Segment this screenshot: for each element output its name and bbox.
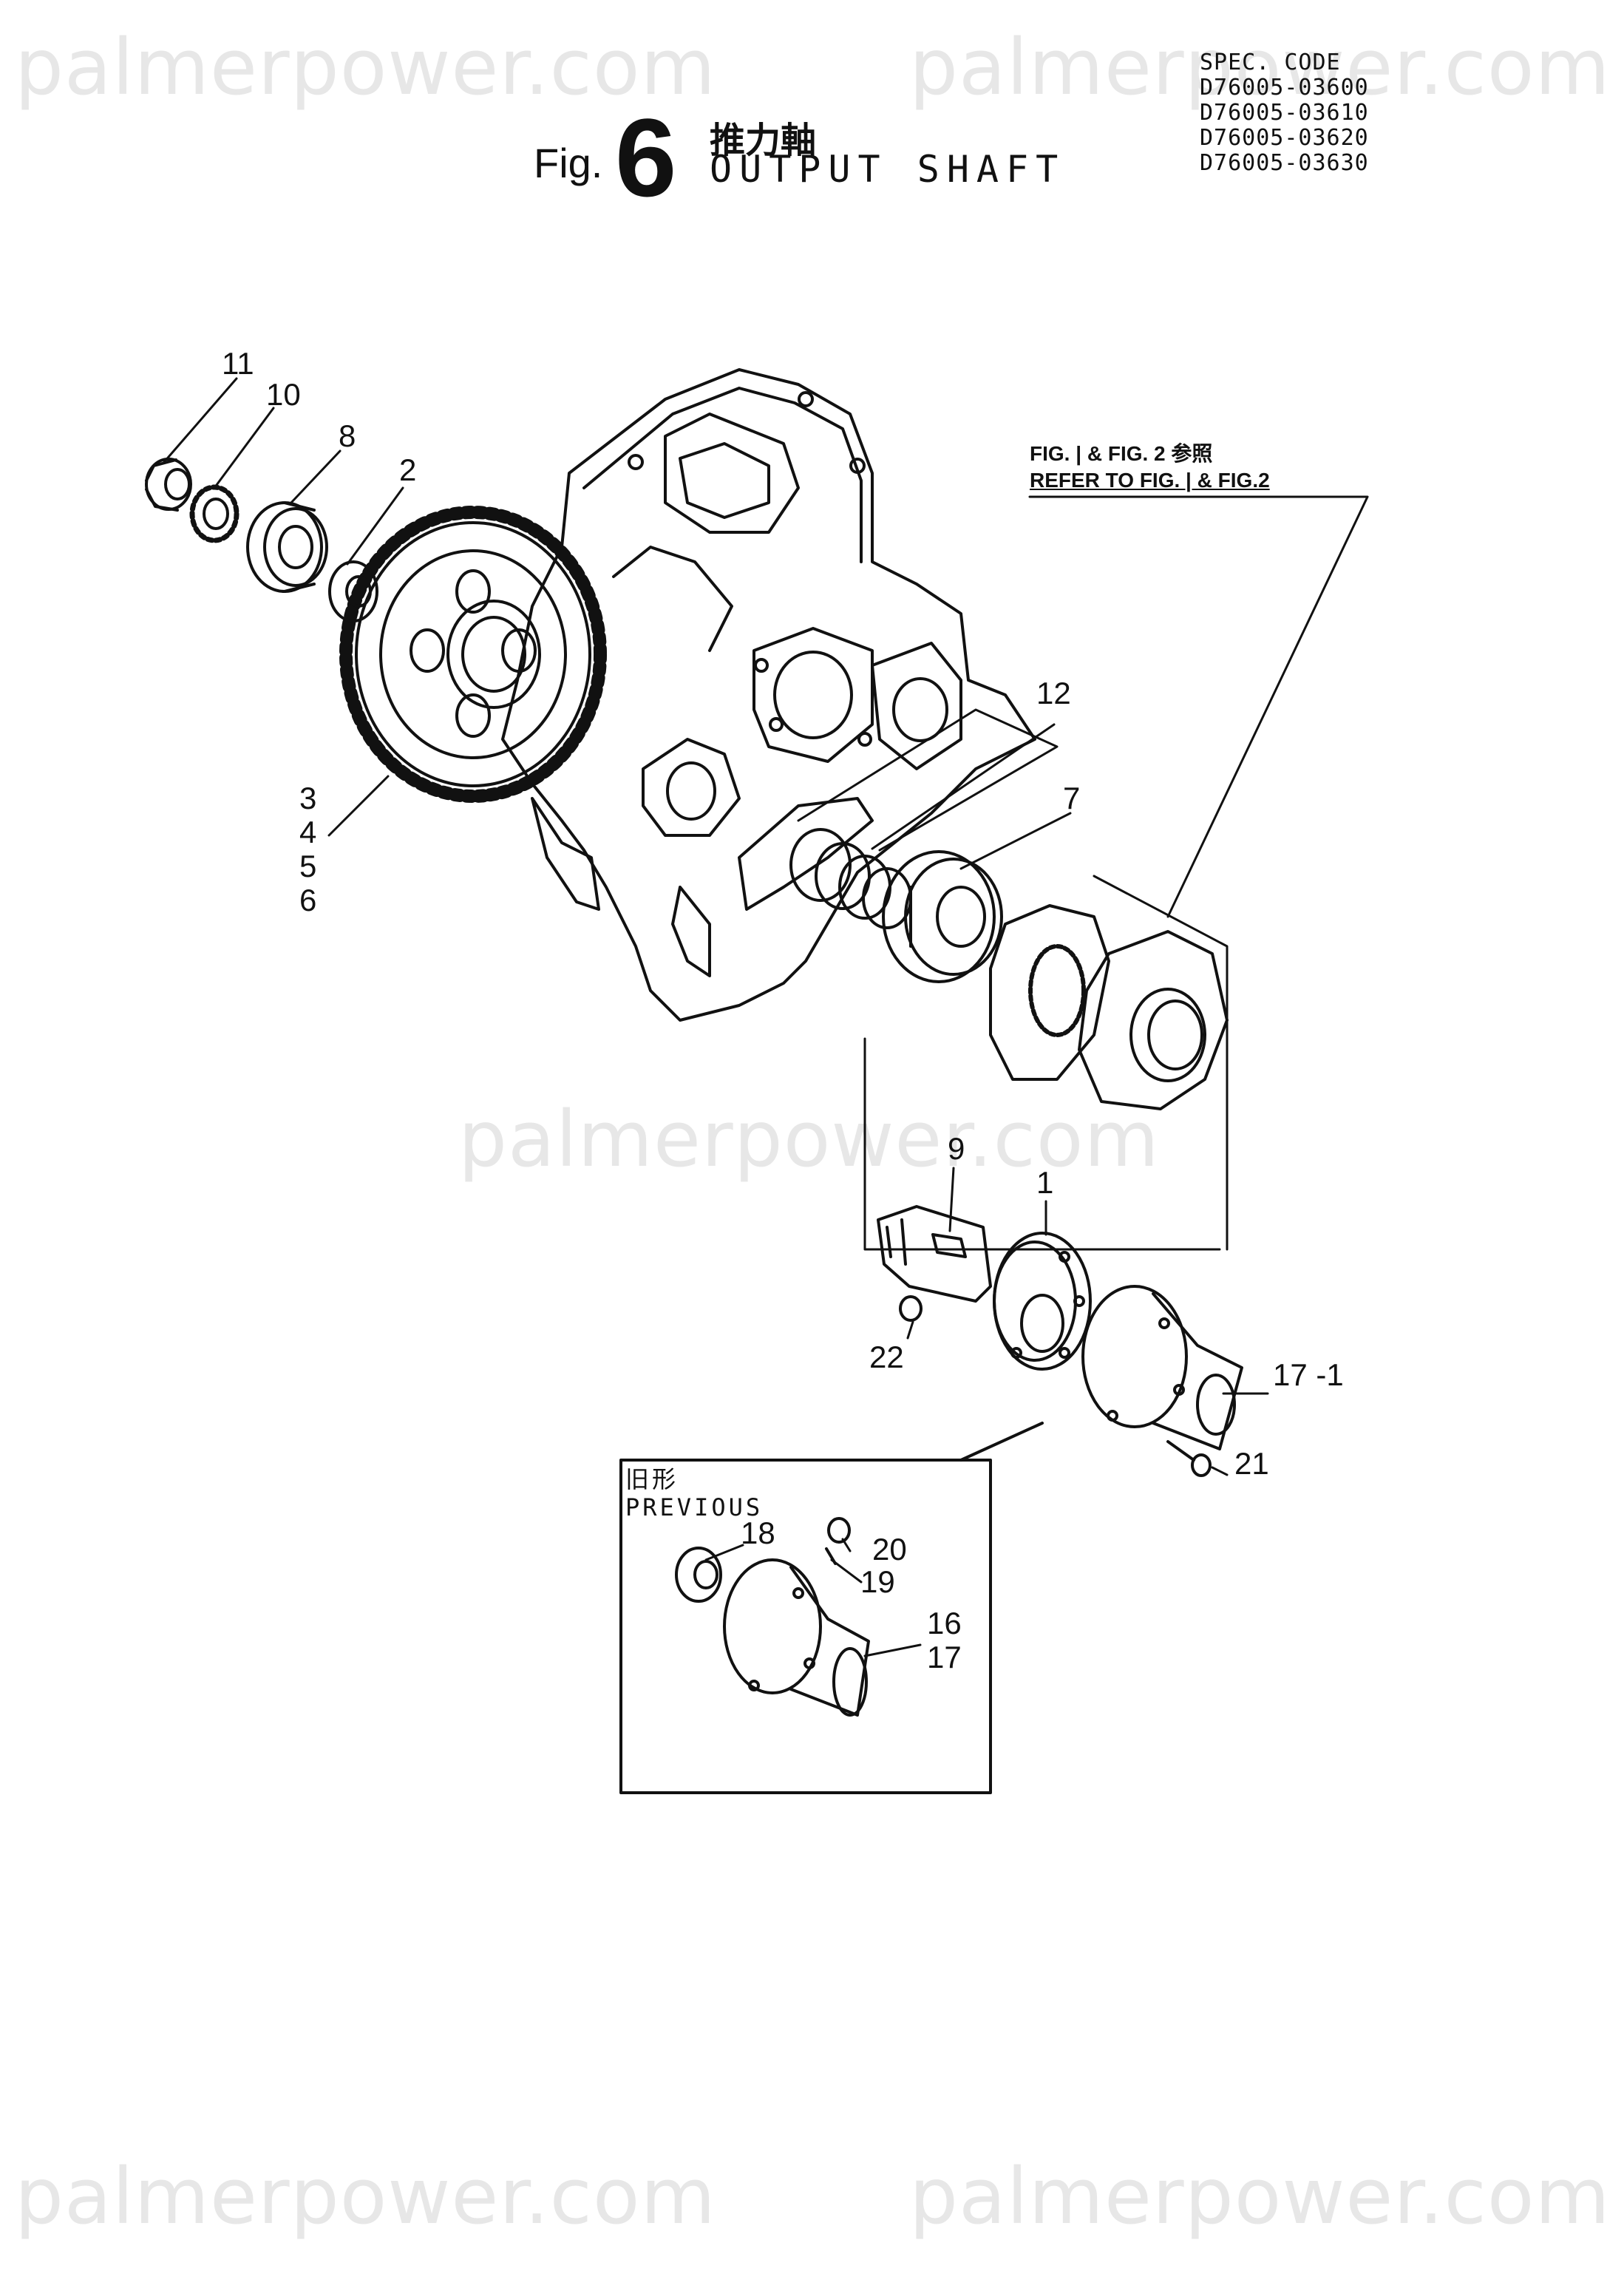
part-20-nut xyxy=(827,1517,851,1544)
spec-code-3: D76005-03620 xyxy=(1200,125,1369,151)
previous-label-jp: 旧形 xyxy=(625,1465,679,1493)
callout-1: 1 xyxy=(1036,1165,1054,1200)
part-16-17-coupling xyxy=(723,1558,870,1717)
spec-code-1: D76005-03600 xyxy=(1200,75,1369,101)
callout-22: 22 xyxy=(869,1340,904,1374)
spec-code-block: SPEC. CODE D76005-03600 D76005-03610 D76… xyxy=(1200,50,1369,176)
part-17-1-coupling xyxy=(1081,1285,1243,1450)
part-9-key xyxy=(931,1233,967,1258)
callout-2: 2 xyxy=(399,452,417,487)
callout-3: 3 xyxy=(299,781,317,815)
callout-17: 17 xyxy=(927,1640,962,1674)
callout-16: 16 xyxy=(927,1606,962,1640)
output-gear xyxy=(339,506,607,803)
callout-20: 20 xyxy=(872,1532,907,1567)
previous-inset-label: 旧形 PREVIOUS xyxy=(625,1465,763,1521)
callout-6: 6 xyxy=(299,883,317,917)
bearing-cover-gasket xyxy=(989,904,1110,1081)
gearbox-housing xyxy=(501,368,1036,1022)
reference-box-lines xyxy=(863,495,1369,1251)
part-7-bearing xyxy=(882,850,1003,983)
callout-12: 12 xyxy=(1036,676,1071,710)
part-12-leader-box xyxy=(797,708,1059,852)
callout-9: 9 xyxy=(948,1131,965,1166)
title-japanese: 推力軸 xyxy=(710,121,817,160)
part-21-bolt xyxy=(1166,1440,1212,1477)
watermark-bottom-left: palmerpower.com xyxy=(15,2151,716,2241)
figure-prefix: Fig. xyxy=(534,140,603,186)
previous-inset-frame xyxy=(619,1422,1044,1794)
callout-18: 18 xyxy=(741,1516,775,1550)
part-8-bearing xyxy=(246,501,328,593)
callout-4: 4 xyxy=(299,815,317,849)
watermark-top-left: palmerpower.com xyxy=(15,22,716,112)
previous-label-en: PREVIOUS xyxy=(625,1493,764,1521)
reference-note-jp: FIG. | & FIG. 2 参照 xyxy=(1030,442,1213,465)
spec-code-4: D76005-03630 xyxy=(1200,150,1369,176)
part-11-nut xyxy=(145,458,192,512)
reference-note: FIG. | & FIG. 2 参照 REFER TO FIG. | & FIG… xyxy=(1030,441,1270,494)
figure-number: 6 xyxy=(615,95,677,220)
callout-21: 21 xyxy=(1234,1446,1269,1481)
callout-leaders xyxy=(163,377,1269,1657)
callout-10: 10 xyxy=(266,377,301,412)
callout-7: 7 xyxy=(1063,781,1081,815)
reference-note-en: REFER TO FIG. | & FIG.2 xyxy=(1030,469,1270,492)
callout-11: 11 xyxy=(222,346,254,381)
spec-code-2: D76005-03610 xyxy=(1200,100,1369,126)
callout-17-1: 17 -1 xyxy=(1273,1357,1344,1392)
watermark-top-right: palmerpower.com xyxy=(909,22,1611,112)
part-10-lockwasher xyxy=(189,484,239,543)
callout-8: 8 xyxy=(339,418,356,453)
callout-5: 5 xyxy=(299,849,317,883)
part-22-nut xyxy=(899,1295,923,1322)
watermark-center: palmerpower.com xyxy=(458,1094,1160,1184)
callout-19: 19 xyxy=(860,1564,895,1599)
bearing-cover xyxy=(1078,930,1229,1110)
title-english: OUTPUT SHAFT xyxy=(710,148,1066,191)
watermark-bottom-right: palmerpower.com xyxy=(909,2151,1611,2241)
part-18-nut xyxy=(675,1547,722,1603)
spec-code-label: SPEC. CODE xyxy=(1200,50,1341,75)
part-2-spacer xyxy=(328,560,378,622)
part-1-output-shaft xyxy=(877,1205,1092,1371)
